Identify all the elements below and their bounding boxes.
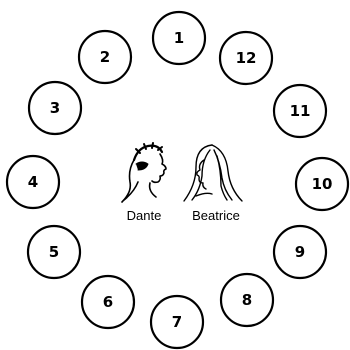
circle-7: 7 xyxy=(151,296,203,348)
circle-number: 2 xyxy=(100,48,110,66)
circle-number: 5 xyxy=(49,243,59,261)
dante-label: Dante xyxy=(127,208,162,223)
circle-number: 12 xyxy=(236,49,257,67)
circle-6: 6 xyxy=(82,276,134,328)
circle-number: 7 xyxy=(172,313,182,331)
circle-9: 9 xyxy=(274,226,326,278)
circle-4: 4 xyxy=(7,156,59,208)
circle-number: 10 xyxy=(312,175,333,193)
circle-number: 11 xyxy=(290,102,311,120)
circle-10: 10 xyxy=(296,158,348,210)
circle-number: 9 xyxy=(295,243,305,261)
circle-1: 1 xyxy=(153,12,205,64)
circle-8: 8 xyxy=(221,274,273,326)
circle-2: 2 xyxy=(79,31,131,83)
beatrice-profile-icon xyxy=(184,145,242,201)
circle-3: 3 xyxy=(29,82,81,134)
circle-5: 5 xyxy=(28,226,80,278)
circle-number: 6 xyxy=(103,293,113,311)
circle-number: 8 xyxy=(242,291,252,309)
beatrice-label: Beatrice xyxy=(192,208,240,223)
circle-number: 3 xyxy=(50,99,60,117)
circle-12: 12 xyxy=(220,32,272,84)
circle-number: 1 xyxy=(174,29,184,47)
dante-profile-icon xyxy=(122,143,166,202)
circle-number: 4 xyxy=(28,173,38,191)
circle-11: 11 xyxy=(274,85,326,137)
